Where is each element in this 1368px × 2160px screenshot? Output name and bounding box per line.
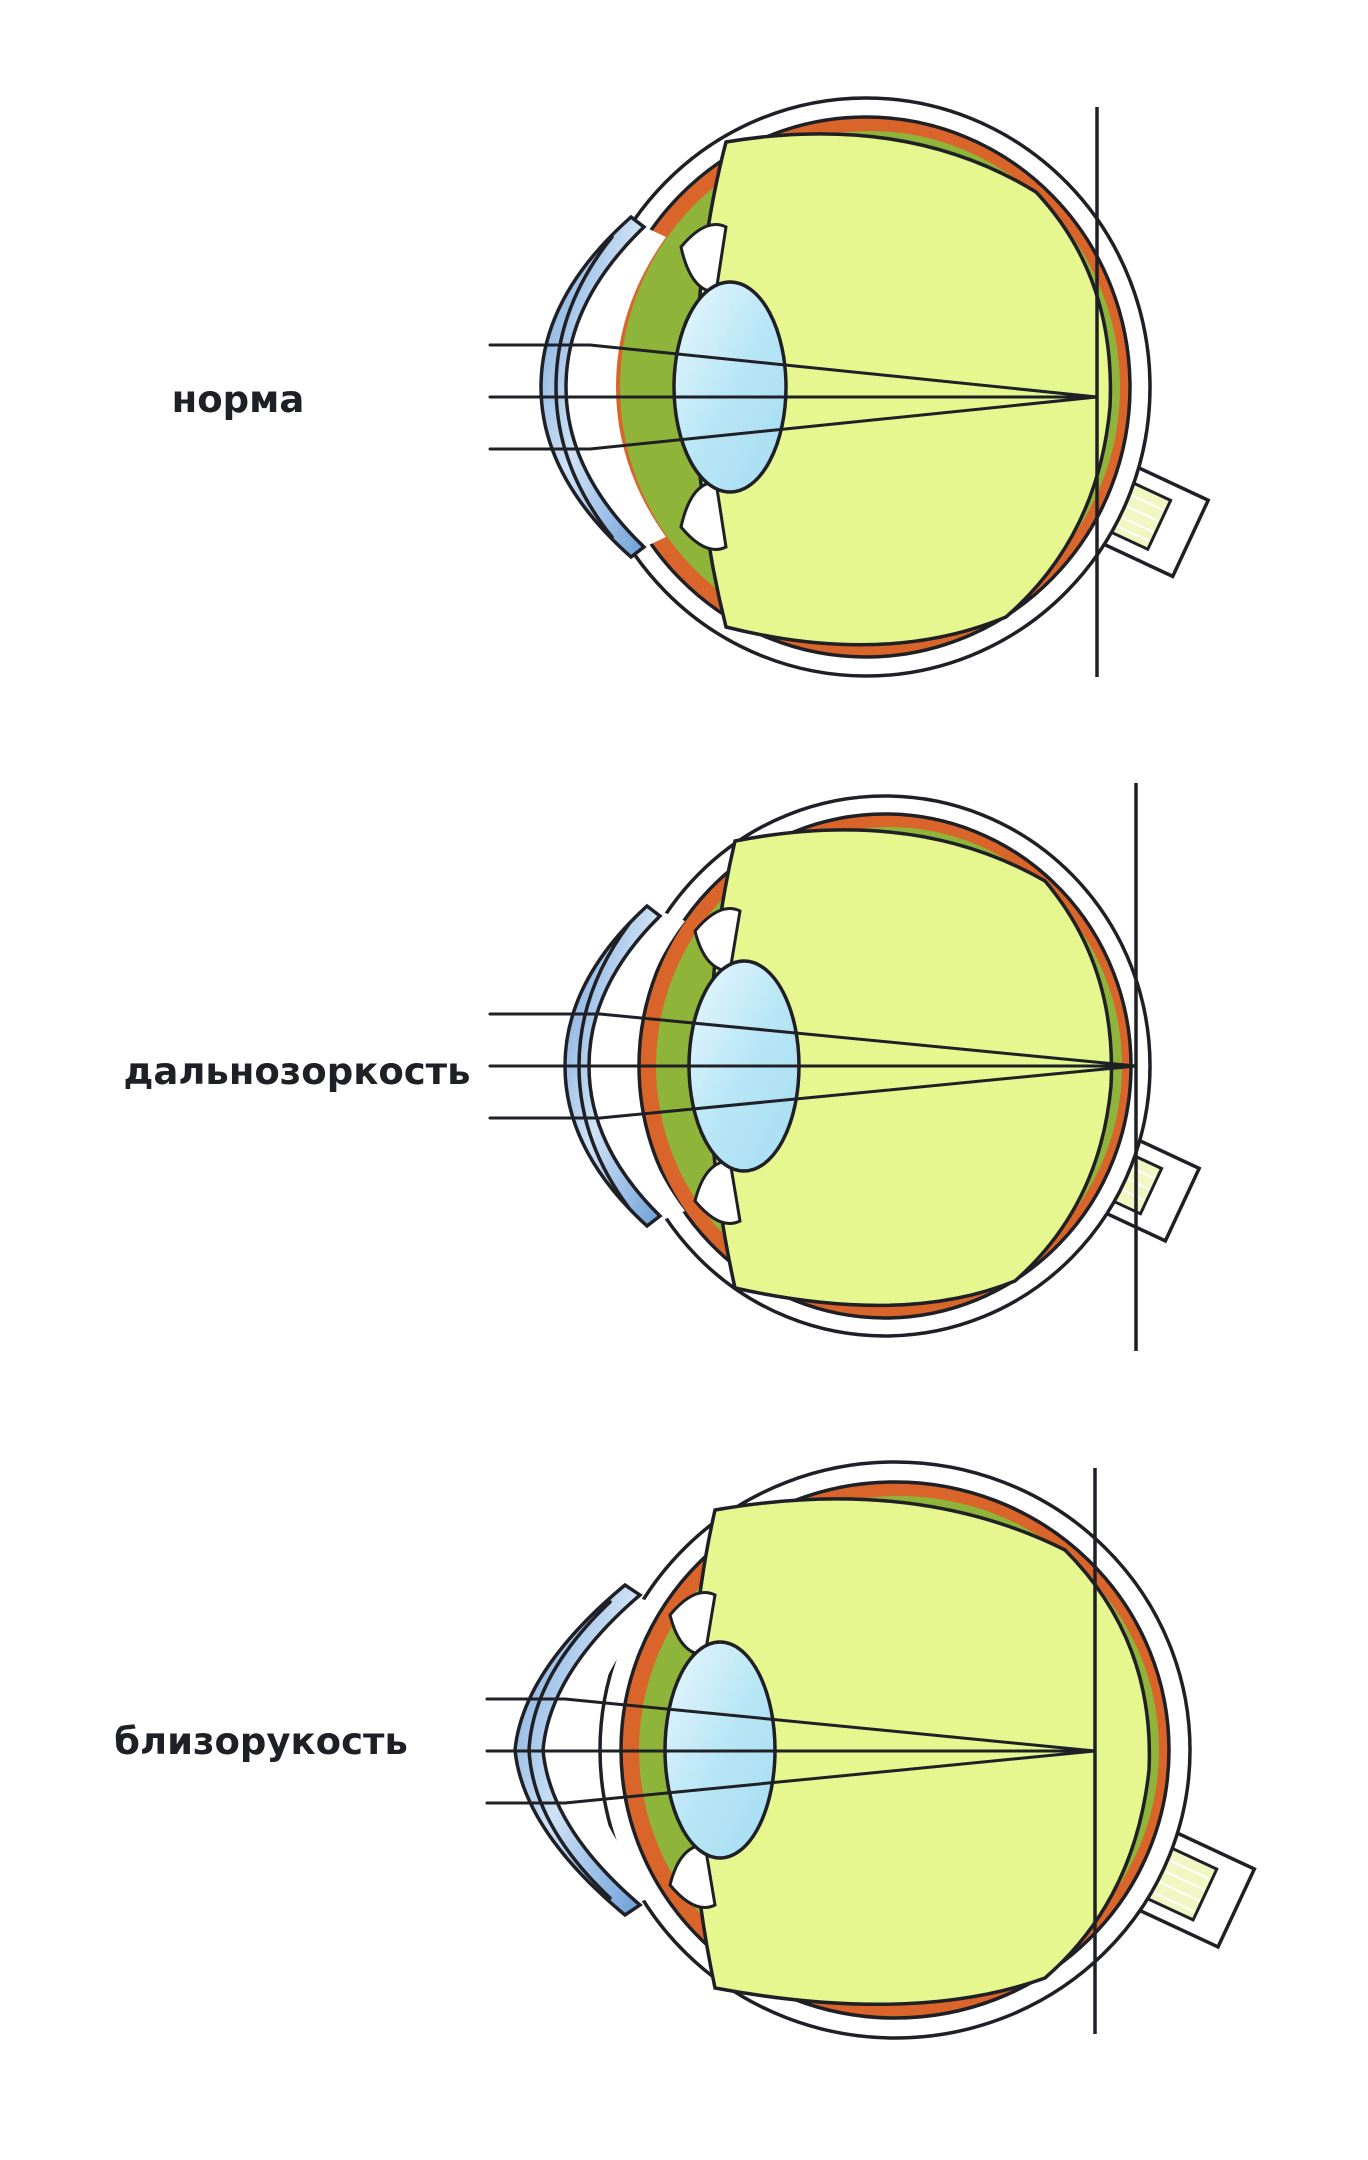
cornea-normal — [539, 214, 647, 560]
light-rays-hyperopia — [488, 1012, 1138, 1120]
cornea-hyperopia — [563, 903, 663, 1229]
panel-label-hyperopia: дальнозоркость — [123, 1050, 470, 1093]
light-rays-normal — [488, 343, 1099, 451]
eye-panel-normal: норма — [172, 96, 1211, 678]
light-rays-myopia — [485, 1697, 1097, 1805]
lens-normal — [672, 280, 788, 494]
eye-panel-myopia: близорукость — [114, 1460, 1257, 2040]
panel-label-normal: норма — [172, 378, 305, 421]
eyeball-hyperopia — [563, 794, 1202, 1338]
eyeball-normal — [539, 96, 1211, 678]
panel-label-myopia: близорукость — [114, 1720, 408, 1763]
eye-panel-hyperopia: дальнозоркость — [123, 783, 1202, 1351]
